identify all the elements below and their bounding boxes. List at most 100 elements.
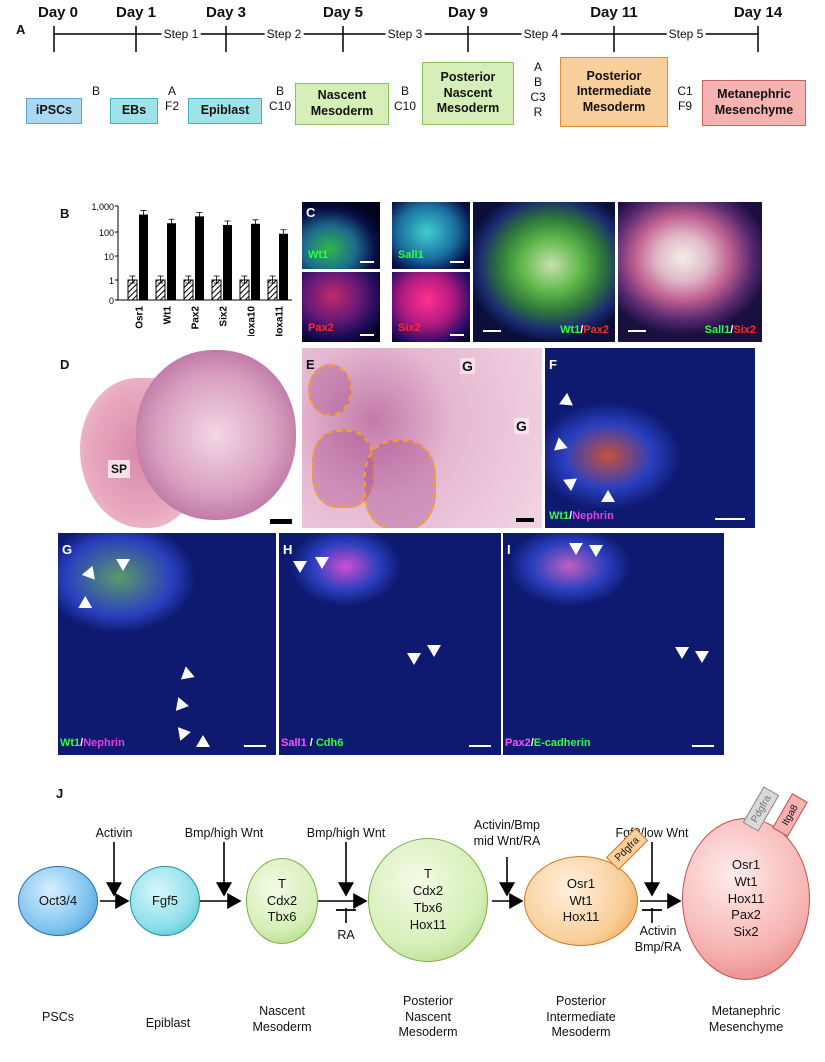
- stage-posterior-nascent-mesoderm: Posterior Nascent Mesoderm: [422, 62, 514, 125]
- category-label: Hoxa10: [247, 306, 258, 336]
- bar-treated: [195, 216, 204, 300]
- category-label: Pax2: [191, 306, 202, 330]
- inhibitor-ra: RA: [337, 928, 355, 942]
- micrograph-e-he-tubules: G G: [302, 348, 542, 528]
- stain-label-sall1-six2: Sall1/Six2: [704, 324, 756, 336]
- stain-label-wt1: Wt1: [308, 249, 329, 261]
- scale-bar: [450, 261, 464, 263]
- panel-letter-g: G: [62, 542, 73, 557]
- factor-step5: C1 F9: [677, 84, 693, 113]
- scale-bar: [469, 745, 491, 747]
- arrowhead-marker: [569, 543, 583, 555]
- step-1-label: Step 1: [161, 27, 201, 41]
- stain-label-sall1-cdh6: Sall1 / Cdh6: [281, 737, 344, 749]
- day-0-label: Day 0: [37, 4, 79, 21]
- panel-letter-i: I: [507, 542, 511, 557]
- day-14-label: Day 14: [733, 4, 783, 21]
- pathway-arrows: [100, 842, 682, 923]
- micrograph-d-he-whole-organoid: SP: [58, 348, 300, 528]
- node-epiblast: Fgf5: [130, 866, 200, 936]
- signal-bmp-high-wnt-1: Bmp/high Wnt: [184, 826, 264, 840]
- scale-bar: [360, 334, 374, 336]
- arrowhead-marker: [81, 565, 101, 585]
- stage-ebs: EBs: [110, 98, 158, 124]
- micrograph-f-wt1-nephrin: Wt1/Nephrin: [545, 348, 755, 528]
- micrograph-c-merge-sall1-six2: Sall1/Six2: [618, 202, 762, 342]
- arrowhead-marker: [175, 697, 191, 713]
- stage-ipscs: iPSCs: [26, 98, 82, 124]
- day-11-label: Day 11: [590, 4, 638, 21]
- stage-label-epiblast: Epiblast: [145, 1016, 191, 1030]
- day-1-label: Day 1: [115, 4, 157, 21]
- scale-bar: [244, 745, 266, 747]
- category-label: Wt1: [163, 306, 174, 325]
- error-bar: [129, 275, 136, 284]
- micrograph-h-sall1-cdh6: Sall1 / Cdh6: [279, 533, 501, 755]
- panel-letter-d: D: [60, 357, 70, 372]
- arrowhead-marker: [427, 645, 441, 657]
- day-9-label: Day 9: [447, 4, 489, 21]
- category-label: Osr1: [135, 306, 146, 329]
- arrowhead-marker: [407, 653, 421, 665]
- panel-letter-b: B: [60, 206, 70, 221]
- panel-letter-j: J: [56, 786, 64, 801]
- day-5-label: Day 5: [322, 4, 364, 21]
- arrowhead-marker: [180, 666, 198, 684]
- stage-label-posterior-intermediate-mesoderm: Posterior Intermediate Mesoderm: [546, 994, 616, 1040]
- stain-label-pax2: Pax2: [308, 322, 334, 334]
- stage-label-nascent-mesoderm: Nascent Mesoderm: [252, 1004, 312, 1034]
- micrograph-c-wt1: Wt1: [302, 202, 380, 269]
- arrowhead-marker: [78, 595, 96, 615]
- node-nascent-mesoderm: T Cdx2 Tbx6: [246, 858, 318, 944]
- arrowhead-marker: [675, 647, 689, 659]
- category-label: Hoxa11: [275, 306, 286, 336]
- step-4-label: Step 4: [521, 27, 561, 41]
- arrowhead-marker: [601, 490, 615, 502]
- scale-bar: [628, 330, 646, 332]
- stain-label-wt1-nephrin: Wt1/Nephrin: [60, 737, 125, 749]
- error-bar: [252, 219, 259, 228]
- stage-label-pscs: PSCs: [42, 1010, 74, 1024]
- bar-treated: [223, 224, 232, 300]
- bar-treated: [139, 214, 148, 300]
- step-3-label: Step 3: [385, 27, 425, 41]
- stain-label-pax2-ecadherin: Pax2/E-cadherin: [505, 737, 591, 749]
- factor-step0: B: [91, 84, 101, 98]
- scale-bar: [360, 261, 374, 263]
- y-tick-label: 100: [99, 228, 114, 238]
- day-3-label: Day 3: [205, 4, 247, 21]
- arrowhead-marker: [695, 651, 709, 663]
- micrograph-g-wt1-nephrin: Wt1/Nephrin: [58, 533, 276, 755]
- node-pscs: Oct3/4: [18, 866, 98, 936]
- scale-bar: [715, 518, 745, 520]
- category-label: Six2: [219, 306, 230, 327]
- factor-step4: A B C3 R: [530, 60, 546, 119]
- arrowhead-marker: [563, 472, 581, 492]
- panel-letter-c: C: [306, 205, 316, 220]
- signal-activin-bmp-mid-wnt-ra: Activin/Bmp mid Wnt/RA: [473, 818, 541, 848]
- error-bar: [213, 275, 220, 284]
- bar-treated: [279, 233, 288, 300]
- node-posterior-nascent-mesoderm: T Cdx2 Tbx6 Hox11: [368, 838, 488, 962]
- error-bar: [140, 210, 147, 218]
- node-metanephric-mesenchyme: Osr1 Wt1 Hox11 Pax2 Six2: [682, 818, 810, 980]
- error-bar: [157, 275, 164, 284]
- label-glomerulus: G: [460, 358, 475, 374]
- y-tick-label: 1,000: [91, 202, 114, 212]
- stage-nascent-mesoderm: Nascent Mesoderm: [295, 83, 389, 125]
- stage-metanephric-mesenchyme: Metanephric Mesenchyme: [702, 80, 806, 126]
- signal-activin: Activin: [95, 826, 133, 840]
- y-tick-label: 10: [104, 252, 114, 262]
- label-sp: SP: [108, 460, 131, 478]
- arrowhead-marker: [116, 559, 130, 571]
- stain-label-sall1: Sall1: [398, 249, 424, 261]
- panel-letter-f: F: [549, 357, 557, 372]
- scale-bar: [450, 334, 464, 336]
- tubule-outline: [364, 440, 436, 528]
- bar-treated: [251, 223, 260, 300]
- arrowhead-marker: [559, 392, 577, 412]
- factor-step3: B C10: [393, 84, 417, 113]
- stain-label-wt1-nephrin: Wt1/Nephrin: [549, 510, 614, 522]
- scale-bar: [516, 518, 534, 522]
